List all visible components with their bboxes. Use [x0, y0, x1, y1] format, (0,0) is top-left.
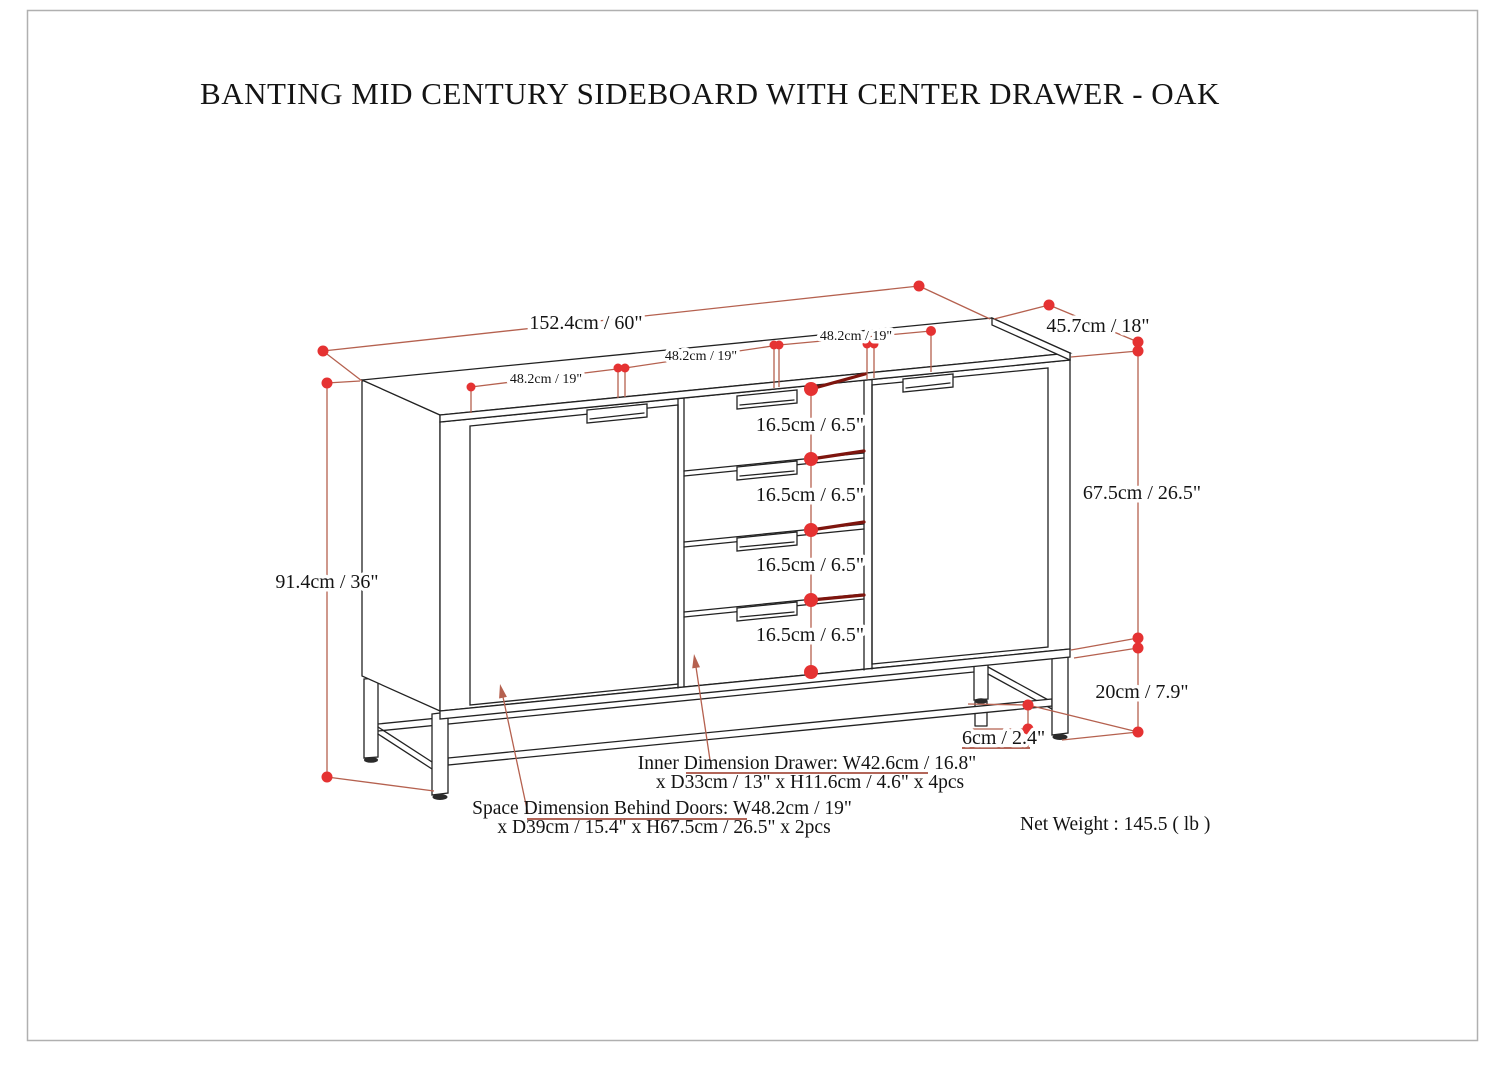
note-net-weight: Net Weight : 145.5 ( lb ): [1020, 814, 1210, 835]
dim-dot: [1022, 723, 1034, 735]
cabinet-side-panel: [361, 378, 441, 713]
label-depth: 45.7cm / 18": [1046, 315, 1149, 337]
dim-line-section-left: [470, 367, 626, 413]
label-body-height: 67.5cm / 26.5": [1083, 482, 1201, 504]
drawer-divider-marks: [809, 372, 867, 602]
dim-line-total-height: [326, 380, 435, 792]
dim-dot: [804, 523, 818, 537]
note-inner-drawer-line2: x D33cm / 13" x H11.6cm / 4.6" x 4pcs: [656, 772, 964, 793]
dim-line-top-width: [322, 285, 991, 382]
dim-dot: [613, 363, 623, 373]
dim-dot: [804, 382, 818, 396]
drawer-divider-mark-1: [809, 372, 867, 391]
dim-dot: [804, 593, 818, 607]
dim-dot: [869, 339, 879, 349]
label-drawer-height-3: 16.5cm / 6.5": [756, 554, 864, 576]
drawer-handle-4: [736, 601, 798, 622]
dim-line-base-height: [1061, 648, 1139, 741]
note-inner-drawer-line1: Inner Dimension Drawer: W42.6cm / 16.8": [638, 753, 976, 774]
dim-dot: [620, 363, 630, 373]
dim-dot: [913, 280, 925, 292]
foot-pad-back-left: [364, 757, 378, 763]
dim-dot: [1043, 299, 1055, 311]
label-total-height: 91.4cm / 36": [275, 571, 378, 593]
base-left-stretcher: [377, 726, 433, 770]
leader-arrow-behind-doors: [499, 684, 507, 699]
label-drawer-height-4: 16.5cm / 6.5": [756, 624, 864, 646]
dim-line-section-right: [778, 330, 932, 379]
drawer-divider-mark-3: [809, 520, 866, 532]
label-section-right: 48.2cm / 19": [820, 329, 892, 344]
label-base-height: 20cm / 7.9": [1095, 681, 1188, 703]
dim-dot: [321, 771, 333, 783]
dim-dot: [774, 340, 784, 350]
leader-arrow-inner-drawer: [692, 654, 700, 669]
drawer-divider-mark-2: [809, 449, 866, 461]
dim-dot: [862, 339, 872, 349]
dimension-lines: [322, 285, 1139, 815]
label-top-width: 152.4cm / 60": [529, 312, 642, 334]
dim-dot: [1132, 632, 1144, 644]
dim-line-section-center: [624, 344, 780, 388]
base-leg-front-right: [1051, 650, 1069, 736]
leader-inner-drawer: [695, 666, 711, 761]
dim-dot: [466, 382, 476, 392]
label-drawer-height-1: 16.5cm / 6.5": [756, 414, 864, 436]
dimension-dots: [317, 280, 1144, 783]
dim-dot: [1132, 642, 1144, 654]
drawer-handle-1: [736, 389, 798, 410]
dim-dot: [1132, 336, 1144, 348]
dim-dot: [1132, 345, 1144, 357]
drawer-divider-mark-4: [809, 593, 866, 602]
dim-line-depth: [993, 304, 1139, 343]
dim-dot: [804, 452, 818, 466]
right-door: [871, 367, 1049, 665]
dim-line-body-height: [1070, 350, 1139, 659]
cabinet-bottom-band: [439, 648, 1071, 720]
left-door-handle: [586, 403, 648, 424]
drawer-handle-2: [736, 460, 798, 481]
diagram-title: BANTING MID CENTURY SIDEBOARD WITH CENTE…: [200, 76, 1220, 111]
label-section-center: 48.2cm / 19": [665, 349, 737, 364]
dim-line-foot-height: [967, 703, 1139, 747]
foot-pad-front-left: [432, 794, 448, 800]
foot-pad-back-right: [974, 698, 988, 704]
base-leg-back-left: [363, 677, 379, 759]
right-door-handle: [902, 373, 954, 393]
leader-behind-doors: [502, 696, 529, 815]
foot-pad-front-right: [1052, 734, 1068, 740]
note-underlines: [527, 747, 1030, 820]
label-drawer-height-2: 16.5cm / 6.5": [756, 484, 864, 506]
label-section-left: 48.2cm / 19": [510, 372, 582, 387]
cabinet-top-right-edge: [991, 316, 1071, 362]
dim-dot: [317, 345, 329, 357]
drawer-handle-3: [736, 531, 798, 552]
dim-dot: [321, 377, 333, 389]
base-leg-front-left: [431, 711, 449, 796]
dim-dot: [1022, 699, 1034, 711]
cabinet-line-art: [359, 316, 1073, 800]
note-behind-doors-line2: x D39cm / 15.4" x H67.5cm / 26.5" x 2pcs: [497, 817, 830, 838]
dim-dot: [1132, 726, 1144, 738]
note-behind-doors-line1: Space Dimension Behind Doors: W48.2cm / …: [472, 798, 852, 819]
dim-dot: [804, 665, 818, 679]
page-border: [26, 9, 1479, 1042]
label-foot-height: 6cm / 2.4": [962, 727, 1045, 749]
dim-dot: [926, 326, 936, 336]
